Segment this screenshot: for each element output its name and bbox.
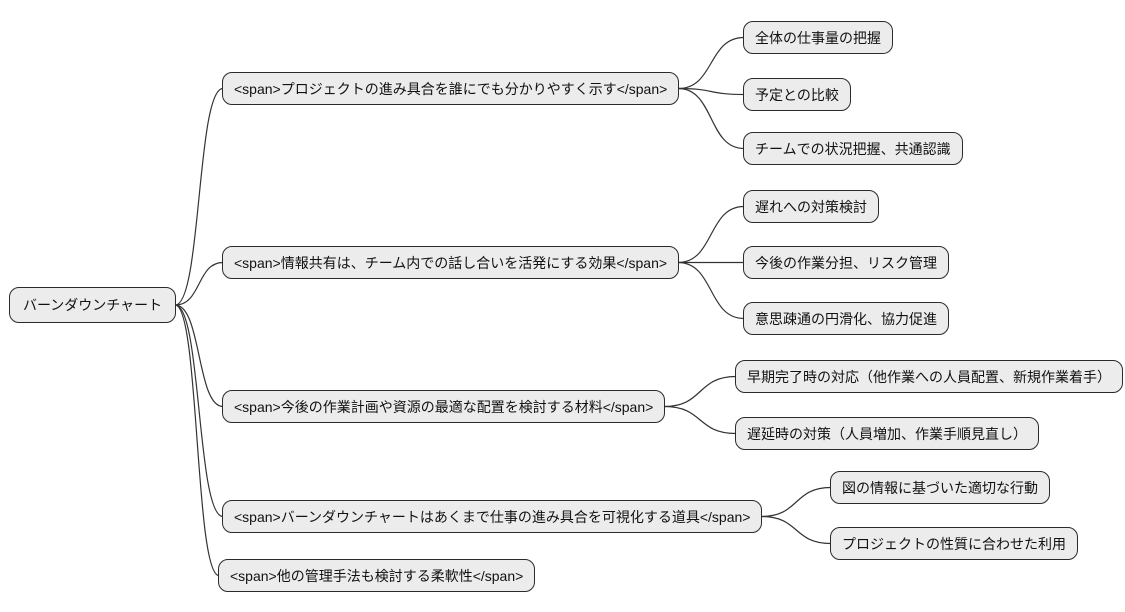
node-branch-2-child-0: 早期完了時の対応（他作業への人員配置、新規作業着手） <box>735 360 1123 393</box>
node-branch-0-child-1: 予定との比較 <box>743 78 851 111</box>
node-branch-1-child-0: 遅れへの対策検討 <box>743 190 879 223</box>
node-branch-0-child-0: 全体の仕事量の把握 <box>743 21 893 54</box>
node-root: バーンダウンチャート <box>9 287 177 323</box>
node-branch-1-child-2: 意思疎通の円滑化、協力促進 <box>743 302 949 335</box>
node-branch-3-child-0: 図の情報に基づいた適切な行動 <box>830 471 1050 504</box>
node-branch-0: <span>プロジェクトの進み具合を誰にでも分かりやすく示す</span> <box>222 72 680 105</box>
node-branch-3-child-1: プロジェクトの性質に合わせた利用 <box>830 527 1078 560</box>
node-branch-2-child-1: 遅延時の対策（人員増加、作業手順見直し） <box>735 417 1039 450</box>
node-branch-3: <span>バーンダウンチャートはあくまで仕事の進み具合を可視化する道具</sp… <box>222 500 763 533</box>
node-branch-1-child-1: 今後の作業分担、リスク管理 <box>743 246 949 279</box>
node-branch-1: <span>情報共有は、チーム内での話し合いを活発にする効果</span> <box>222 246 680 279</box>
node-branch-2: <span>今後の作業計画や資源の最適な配置を検討する材料</span> <box>222 390 666 423</box>
node-branch-0-child-2: チームでの状況把握、共通認識 <box>743 132 963 165</box>
node-branch-4: <span>他の管理手法も検討する柔軟性</span> <box>218 559 536 592</box>
